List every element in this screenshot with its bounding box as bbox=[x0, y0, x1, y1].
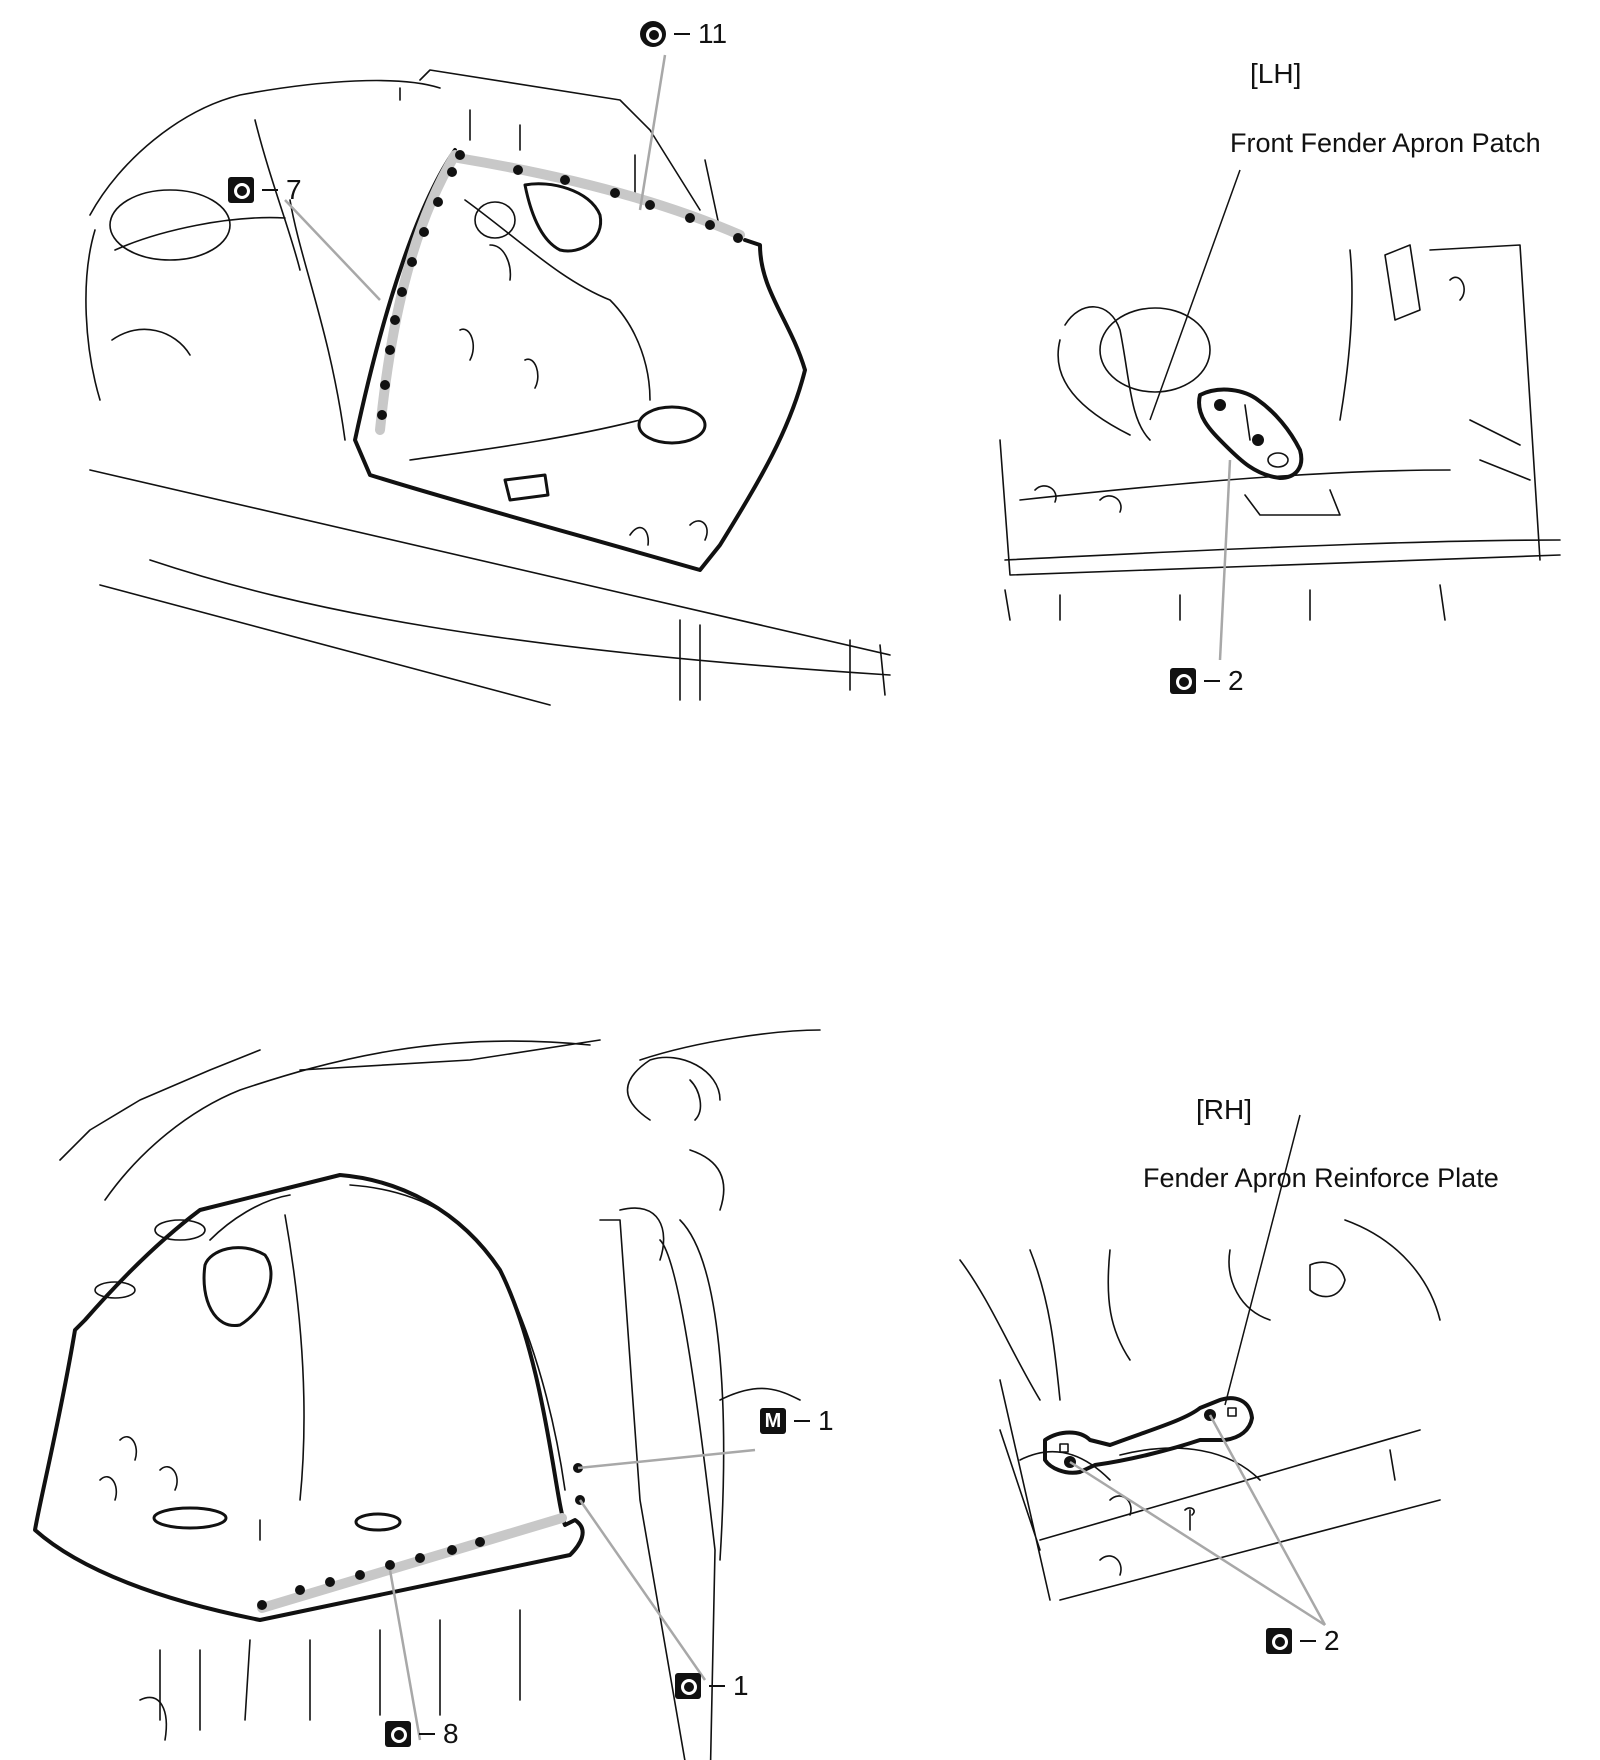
callout-dash bbox=[794, 1420, 810, 1422]
lh-patch-panel bbox=[1197, 387, 1304, 480]
callout-value: 2 bbox=[1228, 665, 1244, 696]
callout-value: 1 bbox=[818, 1405, 834, 1436]
weld-callout-lh-2: 2 bbox=[1170, 665, 1244, 697]
part-name-rh: Fender Apron Reinforce Plate bbox=[1143, 1163, 1499, 1193]
rh-plate-panel bbox=[1043, 1396, 1254, 1475]
callout-dash bbox=[1204, 680, 1220, 682]
callout-dash bbox=[419, 1733, 435, 1735]
callout-value: 8 bbox=[443, 1718, 459, 1749]
side-label-lh: [LH] bbox=[1250, 58, 1302, 89]
callout-dash bbox=[709, 1685, 725, 1687]
top-left-drawing bbox=[85, 69, 891, 706]
leader-lines bbox=[284, 54, 1327, 1741]
spot-weld-icon bbox=[385, 1721, 411, 1747]
callout-dash bbox=[1300, 1640, 1316, 1642]
top-right-drawing bbox=[999, 244, 1561, 621]
spot-weld-icon bbox=[1170, 668, 1196, 694]
weld-callout-left-7: 7 bbox=[228, 174, 302, 206]
apron-panel-bottom-left bbox=[33, 1173, 585, 1622]
bottom-left-drawing bbox=[59, 1029, 821, 1760]
callout-value: 11 bbox=[698, 18, 728, 49]
weld-callout-rh-2: 2 bbox=[1266, 1625, 1340, 1657]
callout-dash bbox=[262, 189, 278, 191]
apron-panel-top-left bbox=[353, 148, 807, 572]
callout-dash bbox=[674, 33, 690, 35]
part-name-lh: Front Fender Apron Patch bbox=[1230, 128, 1541, 158]
spot-weld-icon bbox=[1266, 1628, 1292, 1654]
weld-callout-top-11: 11 bbox=[640, 18, 727, 50]
weld-callout-spot-1: 1 bbox=[675, 1670, 749, 1702]
callout-value: 2 bbox=[1324, 1625, 1340, 1656]
weld-points bbox=[257, 150, 1264, 1610]
mig-plug-weld-icon: M bbox=[760, 1408, 786, 1434]
callout-value: 7 bbox=[286, 174, 302, 205]
spot-weld-icon bbox=[675, 1673, 701, 1699]
spot-weld-icon bbox=[640, 21, 666, 47]
spot-weld-icon bbox=[228, 177, 254, 203]
bottom-right-drawing bbox=[959, 1219, 1441, 1601]
callout-value: 1 bbox=[733, 1670, 749, 1701]
side-label-rh: [RH] bbox=[1196, 1094, 1252, 1125]
weld-callout-spot-8: 8 bbox=[385, 1718, 459, 1750]
